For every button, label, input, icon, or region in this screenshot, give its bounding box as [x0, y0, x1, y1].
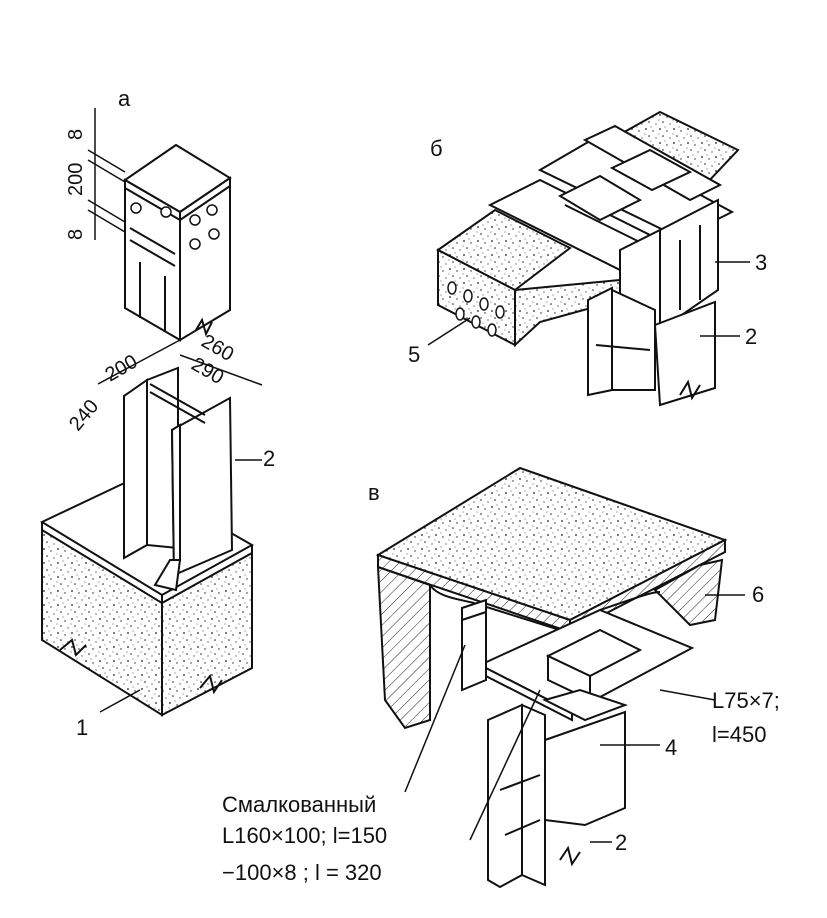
note-line-3: −100×8 ; l = 320 [222, 860, 382, 885]
dim-240: 240 [65, 396, 103, 436]
callout-2-v: 2 [615, 830, 627, 855]
callout-4: 4 [665, 735, 677, 760]
leader-lines-v [404, 594, 745, 843]
i-beam-column [123, 366, 234, 592]
view-label-a: а [118, 86, 131, 111]
note-line-2: L160×100; l=150 [222, 823, 387, 848]
dim-8-top: 8 [65, 129, 87, 140]
note-line-1: Смалкованный [222, 792, 376, 817]
beam-grillage [487, 124, 735, 337]
callout-1: 1 [76, 715, 88, 740]
dimension-line-vertical [87, 108, 126, 240]
column-head-piece [123, 143, 232, 342]
view-a: 8 200 8 а 240 [39, 86, 275, 740]
dim-200: 200 [65, 163, 87, 196]
column-b [587, 286, 716, 407]
leader-lines-a [99, 459, 262, 713]
dim-200-width: 200 [102, 351, 142, 387]
view-b: б [408, 110, 767, 407]
view-v: в [222, 466, 780, 889]
column-v [487, 688, 628, 889]
note-angle-small-length: l=450 [712, 722, 766, 747]
callout-5: 5 [408, 342, 420, 367]
hollow-core-slab [436, 208, 621, 348]
dim-8-bottom: 8 [65, 229, 87, 240]
ribbed-slab [375, 466, 728, 730]
bearing-plates [461, 598, 695, 722]
leader-lines-b [427, 261, 750, 346]
view-label-b: б [430, 136, 443, 161]
bolt-holes [130, 202, 220, 250]
callout-2-a: 2 [263, 446, 275, 471]
callout-2-b: 2 [745, 324, 757, 349]
dimension-lines-top [97, 339, 263, 386]
note-angle-small: L75×7; [712, 688, 780, 713]
callout-3: 3 [755, 250, 767, 275]
callout-6: 6 [752, 582, 764, 607]
view-label-v: в [368, 480, 380, 505]
slab-voids [447, 281, 505, 337]
